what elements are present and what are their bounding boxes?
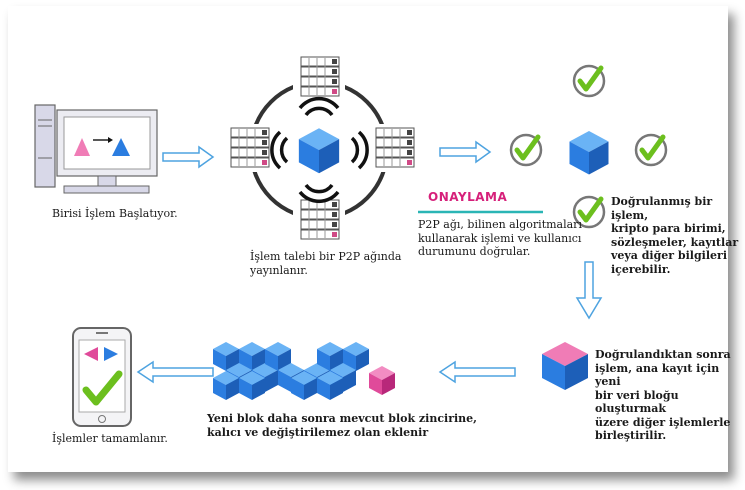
arrow-chain-to-phone [137,361,214,383]
arrow-down [575,261,603,320]
step-broadcast-text: İşlem talebi bir P2P ağında yayınlanır. [250,250,402,277]
step-new-block-text: Doğrulandıktan sonra işlem, ana kayıt iç… [595,348,731,442]
arrow-block-to-chain [439,361,516,383]
new-block-icon [542,342,588,390]
phone-icon [72,327,132,427]
computer-icon [34,104,158,194]
step-complete-text: İşlemler tamamlanır. [52,432,168,445]
blockchain-icon [213,342,395,400]
arrow-network-to-verify [439,141,491,163]
step-start-text: Birisi İşlem Başlatıyor. [52,207,178,220]
step-chain-text: Yeni blok daha sonra mevcut blok zinciri… [207,412,478,439]
arrow-computer-to-network [162,146,214,168]
step-verify-text: P2P ağı, bilinen algoritmaları kullanara… [418,218,582,258]
verified-info-text: Doğrulanmış bir işlem, kripto para birim… [611,195,739,276]
verify-title: ONAYLAMA [428,190,508,204]
p2p-network-icon [228,52,415,244]
